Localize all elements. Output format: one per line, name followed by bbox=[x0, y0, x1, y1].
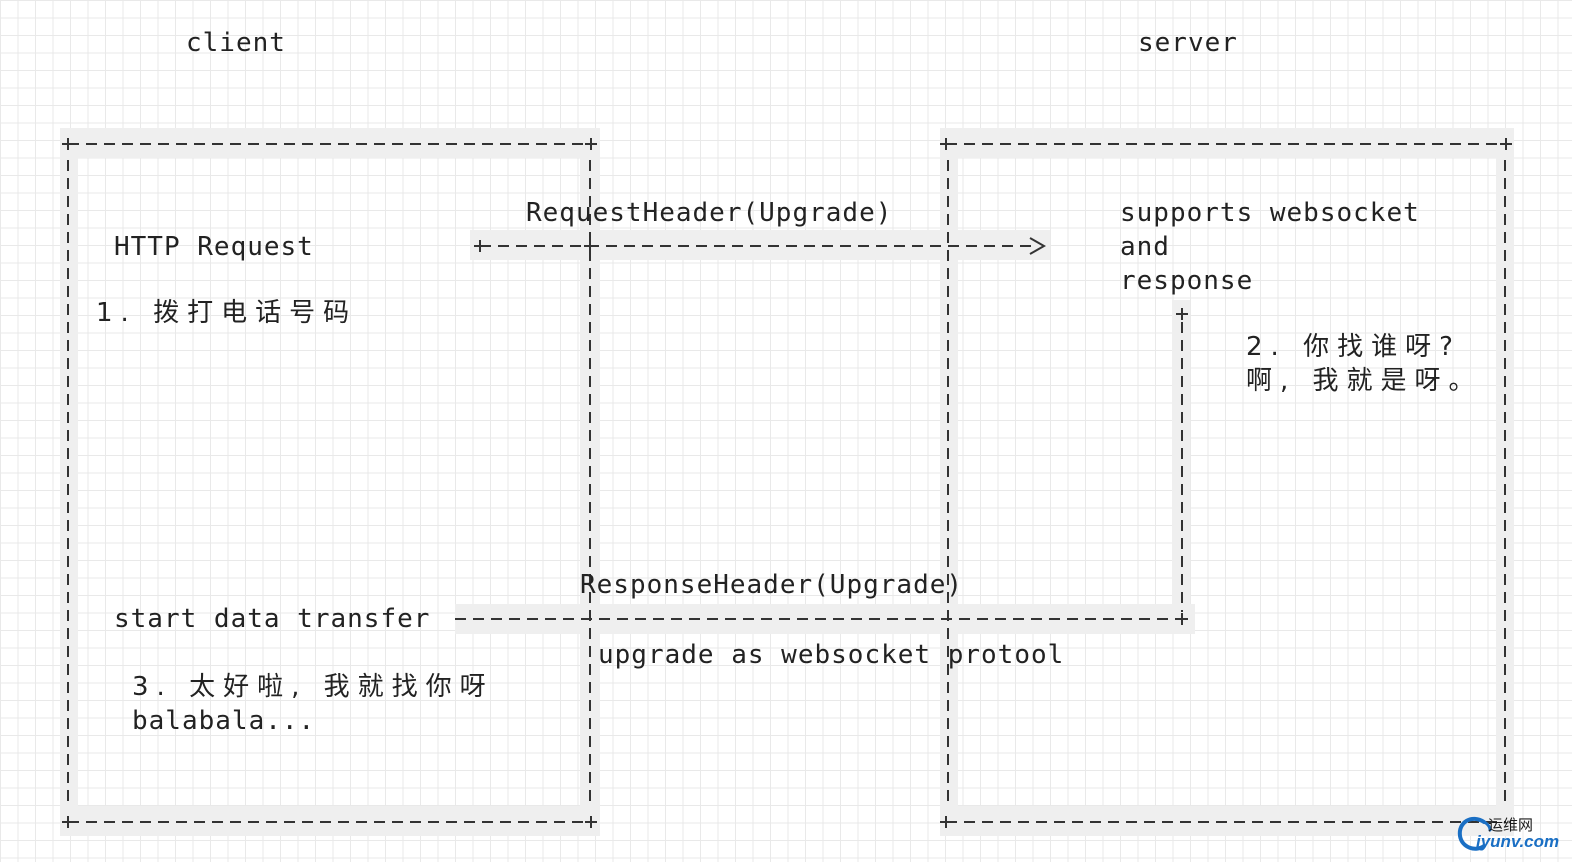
ascii-lines bbox=[67, 143, 1506, 823]
step2-label-line2: 啊, 我就是呀。 bbox=[1246, 366, 1483, 396]
ascii-markers bbox=[62, 138, 1512, 828]
supports-label-line3: response bbox=[1120, 266, 1254, 296]
watermark-logo: 运维网 iyunv.com bbox=[1454, 812, 1564, 856]
corner-plus-server-tl bbox=[940, 138, 952, 150]
http-request-label: HTTP Request bbox=[114, 232, 314, 262]
corner-plus-client-br bbox=[585, 816, 597, 828]
upgrade-note-label: upgrade as websocket protool bbox=[598, 640, 1065, 670]
step3-label-line1: 3. 太好啦, 我就找你呀 bbox=[132, 672, 494, 702]
start-data-transfer-label: start data transfer bbox=[114, 604, 431, 634]
corner-plus-server-tr bbox=[1500, 138, 1512, 150]
server-connector-top-plus bbox=[1176, 308, 1188, 320]
request-arrow-start-plus bbox=[474, 240, 486, 252]
client-label: client bbox=[186, 28, 286, 58]
supports-label-line1: supports websocket bbox=[1120, 198, 1420, 228]
request-arrow-cross-plus bbox=[584, 240, 596, 252]
request-header-label: RequestHeader(Upgrade) bbox=[526, 198, 893, 228]
request-arrow-head bbox=[1029, 237, 1047, 255]
watermark-text-bottom: iyunv.com bbox=[1476, 832, 1560, 851]
server-connector-bottom-plus bbox=[1176, 613, 1188, 625]
server-label: server bbox=[1138, 28, 1238, 58]
step2-label-line1: 2. 你找谁呀? bbox=[1246, 332, 1461, 362]
corner-plus-client-tr bbox=[585, 138, 597, 150]
response-header-label: ResponseHeader(Upgrade) bbox=[580, 570, 964, 600]
watermark-text-top: 运维网 bbox=[1488, 816, 1534, 834]
supports-label-line2: and bbox=[1120, 232, 1170, 262]
step1-label: 1. 拨打电话号码 bbox=[96, 298, 358, 328]
corner-plus-client-tl bbox=[62, 138, 74, 150]
step3-label-line2: balabala... bbox=[132, 706, 316, 736]
corner-plus-server-bl bbox=[940, 816, 952, 828]
watermark-swirl-icon bbox=[1457, 816, 1492, 851]
corner-plus-client-bl bbox=[62, 816, 74, 828]
